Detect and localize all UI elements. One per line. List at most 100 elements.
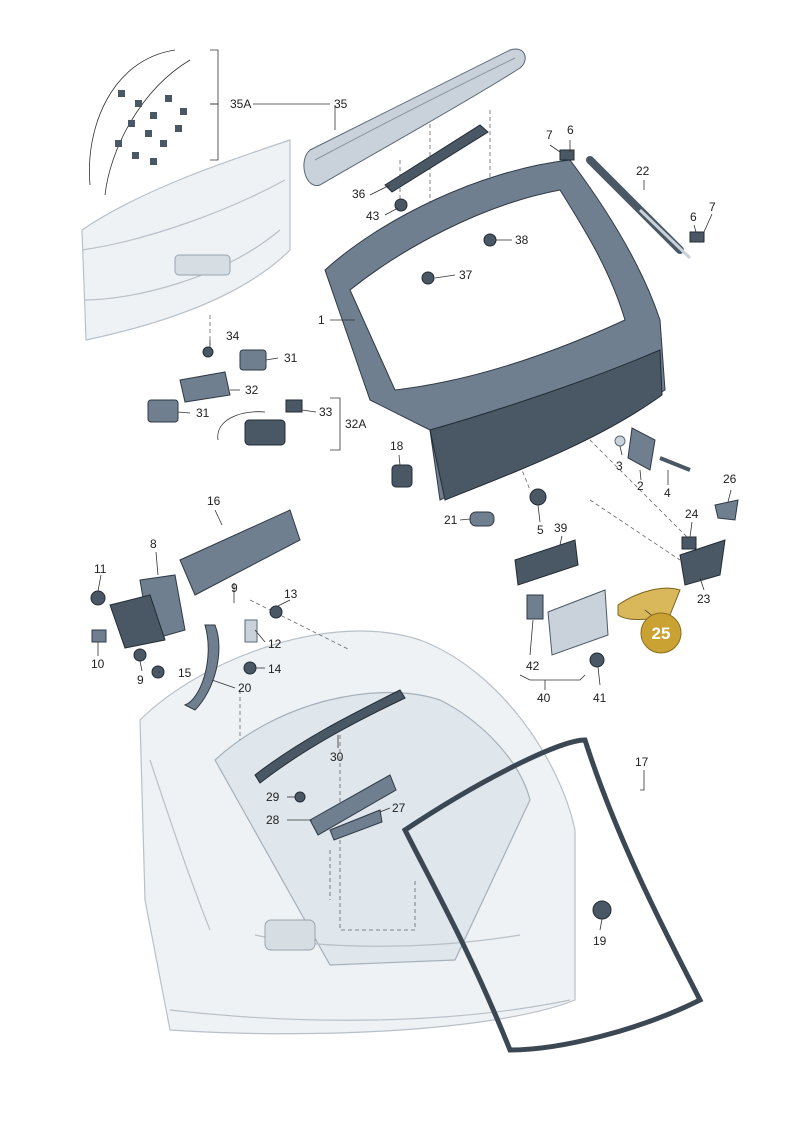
part-35-spoiler (303, 48, 526, 186)
label-40: 40 (537, 691, 551, 705)
label-7-upper: 7 (546, 128, 553, 142)
label-18: 18 (390, 439, 404, 453)
label-12: 12 (268, 637, 282, 651)
label-39: 39 (554, 521, 568, 535)
part-20-strap (183, 624, 220, 711)
label-23: 23 (697, 592, 711, 606)
label-37: 37 (459, 268, 473, 282)
highlight-circle (640, 612, 682, 654)
label-16: 16 (207, 494, 221, 508)
part-39-plate (514, 539, 579, 586)
label-3: 3 (616, 459, 623, 473)
small-parts (391, 149, 739, 668)
label-26: 26 (723, 472, 737, 486)
part-33-switch (244, 419, 286, 446)
highlight-badge-25[interactable]: 25 (640, 609, 682, 654)
part-10-clip (91, 629, 107, 643)
part-21-stop (469, 511, 495, 527)
part-number-labels: 1 2 3 4 5 6 6 7 7 8 9 9 10 11 12 13 14 1… (91, 97, 737, 948)
part-16-motor (179, 509, 301, 596)
label-33: 33 (319, 405, 333, 419)
part-12-bracket (244, 619, 258, 643)
part-5-buffer (529, 488, 547, 506)
part-11-nut (90, 590, 106, 606)
label-32A: 32A (345, 417, 366, 431)
part-23-lock (679, 539, 726, 586)
label-24: 24 (685, 507, 699, 521)
label-7-lower: 7 (709, 200, 716, 214)
label-21: 21 (444, 513, 458, 527)
upper-car-body-outline (81, 139, 291, 341)
label-9-upper: 9 (231, 581, 238, 595)
part-38-bolt (483, 233, 497, 247)
part-35A-seal-strip (88, 49, 191, 196)
part-22-gas-strut (586, 156, 692, 260)
label-34: 34 (226, 329, 240, 343)
part-2-bracket (627, 427, 656, 471)
label-22: 22 (636, 164, 650, 178)
label-5: 5 (537, 523, 544, 537)
label-2: 2 (637, 479, 644, 493)
label-1: 1 (318, 313, 325, 327)
part-25-highlighted (617, 587, 681, 620)
label-36: 36 (352, 187, 366, 201)
label-4: 4 (664, 486, 671, 500)
label-10: 10 (91, 657, 105, 671)
handle-assembly (147, 346, 303, 446)
label-13: 13 (284, 587, 298, 601)
label-25: 25 (652, 624, 671, 643)
part-36-brake-light (384, 124, 489, 193)
label-15: 15 (178, 666, 192, 680)
label-28: 28 (266, 813, 280, 827)
leader-lines (97, 49, 732, 931)
label-8: 8 (150, 537, 157, 551)
part-3-clip (614, 435, 626, 447)
part-1-tailgate (324, 159, 666, 501)
label-14: 14 (268, 662, 282, 676)
label-38: 38 (515, 233, 529, 247)
part-9-bolt (133, 648, 147, 662)
label-27: 27 (392, 801, 406, 815)
part-4-bolt (659, 456, 691, 472)
label-43: 43 (366, 209, 380, 223)
label-20: 20 (238, 681, 252, 695)
part-31-cover-upper (239, 349, 267, 371)
part-6-ball-stud (559, 149, 575, 161)
label-6-upper: 6 (567, 123, 574, 137)
part-34-nut (202, 346, 214, 358)
part-6-ball-stud-lower (689, 231, 705, 243)
label-11: 11 (94, 562, 107, 576)
part-43-bolt (394, 198, 408, 212)
part-13-bolt (269, 605, 283, 619)
part-17-seal (401, 737, 704, 1053)
label-35A: 35A (230, 97, 251, 111)
label-30: 30 (330, 750, 344, 764)
part-24-sensor (681, 536, 697, 550)
label-9-lower: 9 (137, 673, 144, 687)
part-27-guide (329, 809, 383, 841)
lower-car-body-outline (139, 630, 576, 1035)
label-41: 41 (593, 691, 607, 705)
label-6-lower: 6 (690, 210, 697, 224)
label-42: 42 (526, 659, 540, 673)
part-37-nut (421, 271, 435, 285)
part-42-clip (526, 594, 544, 620)
lower-trim-parts (254, 689, 406, 841)
part-26-cover (714, 499, 739, 521)
label-19: 19 (593, 934, 607, 948)
label-31-lower: 31 (196, 406, 210, 420)
part-32-handle (179, 371, 231, 403)
part-40-bracket (547, 589, 609, 656)
label-31-upper: 31 (284, 351, 298, 365)
part-29-clip (294, 791, 306, 803)
part-41-nut (589, 652, 605, 668)
part-30-trim (254, 689, 406, 784)
part-19-sensor (592, 900, 612, 920)
label-17: 17 (635, 755, 649, 769)
part-31-cover-lower (147, 399, 179, 423)
label-29: 29 (266, 790, 280, 804)
label-35: 35 (334, 97, 348, 111)
part-18-bumper (391, 464, 413, 488)
